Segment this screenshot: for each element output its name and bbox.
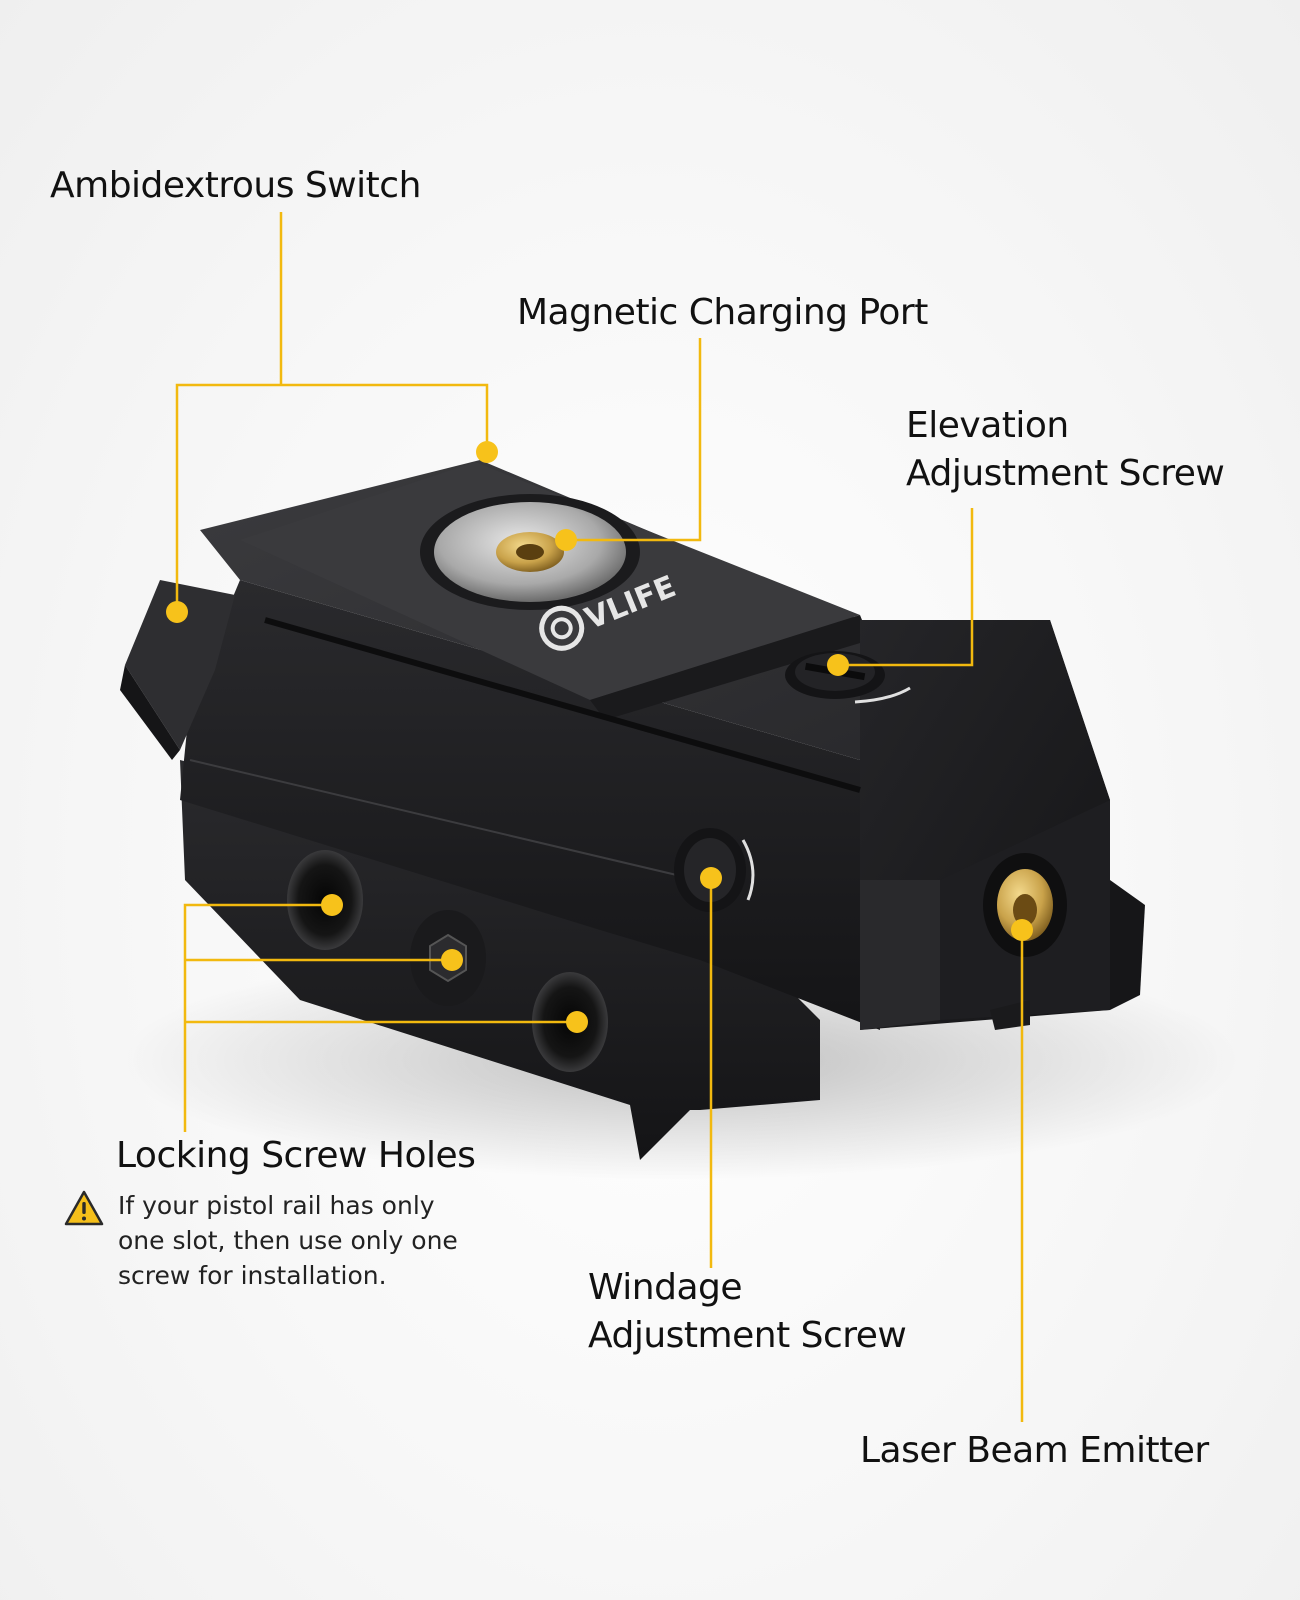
ambidextrous-switch-label: Ambidextrous Switch — [50, 165, 421, 206]
callout-line-locking-screw-holes — [183, 903, 332, 1132]
warning-triangle-icon — [64, 1190, 104, 1226]
callout-dot — [555, 529, 577, 551]
magnetic-charging-port-label: Magnetic Charging Port — [517, 292, 928, 333]
warning-line: If your pistol rail has only — [118, 1191, 435, 1220]
callout-line-magnetic-charging-port — [566, 338, 702, 542]
callout-dots — [166, 441, 1033, 1033]
laser-beam-emitter-label: Laser Beam Emitter — [860, 1430, 1209, 1471]
callout-line-ambidextrous-switch — [175, 383, 489, 612]
callout-dot — [476, 441, 498, 463]
callout-dot — [1011, 919, 1033, 941]
locking-screw-holes-label: Locking Screw Holes — [116, 1135, 476, 1176]
installation-warning-note: If your pistol rail has only one slot, t… — [64, 1188, 458, 1293]
elevation-label-line: Elevation — [906, 405, 1069, 446]
warning-line: one slot, then use only one — [118, 1226, 458, 1255]
callout-dot — [166, 601, 188, 623]
warning-line: screw for installation. — [118, 1261, 387, 1290]
callout-line-elevation-screw — [838, 508, 974, 667]
windage-label-line: Adjustment Screw — [588, 1315, 907, 1356]
magnetic-charging-port — [420, 494, 640, 610]
elevation-label-line: Adjustment Screw — [906, 453, 1225, 494]
callout-dot — [700, 867, 722, 889]
windage-adjustment-screw-label: Windage Adjustment Screw — [588, 1264, 907, 1360]
callout-lines — [175, 212, 1024, 1422]
callout-dot — [321, 894, 343, 916]
side-face — [180, 580, 880, 1030]
warning-text: If your pistol rail has only one slot, t… — [118, 1188, 458, 1293]
callout-dot — [441, 949, 463, 971]
windage-label-line: Windage — [588, 1267, 743, 1308]
callout-dot — [566, 1011, 588, 1033]
callout-dot — [827, 654, 849, 676]
elevation-adjustment-screw-label: Elevation Adjustment Screw — [906, 402, 1225, 498]
laser-beam-emitter — [983, 853, 1067, 957]
